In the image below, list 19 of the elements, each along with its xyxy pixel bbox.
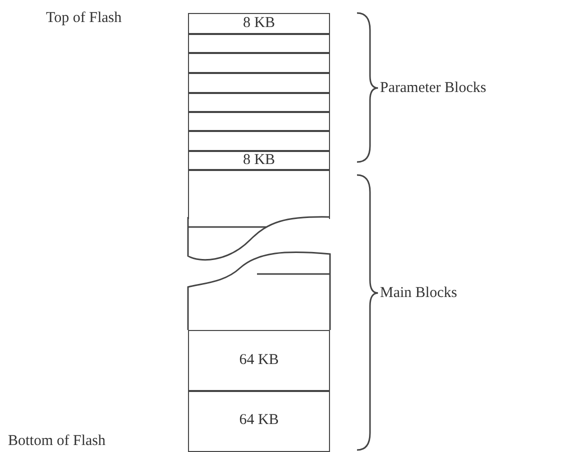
empty-block: [188, 111, 330, 132]
empty-block: [188, 130, 330, 152]
region-label: Top of Flash: [46, 9, 122, 28]
block-size: 8 KB: [242, 16, 276, 32]
empty-block: [188, 169, 330, 218]
block-size: 64 KB: [239, 413, 279, 428]
memory-block: [188, 390, 330, 452]
region-label: Main Blocks: [380, 284, 458, 303]
empty-block: [188, 33, 330, 54]
empty-block: [188, 72, 330, 94]
region-label: Parameter Blocks: [380, 79, 486, 98]
memory-block: [188, 150, 330, 170]
region-label: Bottom of Flash: [8, 432, 106, 451]
empty-block: [188, 92, 330, 112]
memory-block: [188, 13, 330, 34]
empty-block: [188, 52, 330, 74]
block-size: 64 KB: [239, 353, 279, 368]
block-size: 8 KB: [242, 152, 276, 168]
memory-block: [188, 330, 330, 392]
